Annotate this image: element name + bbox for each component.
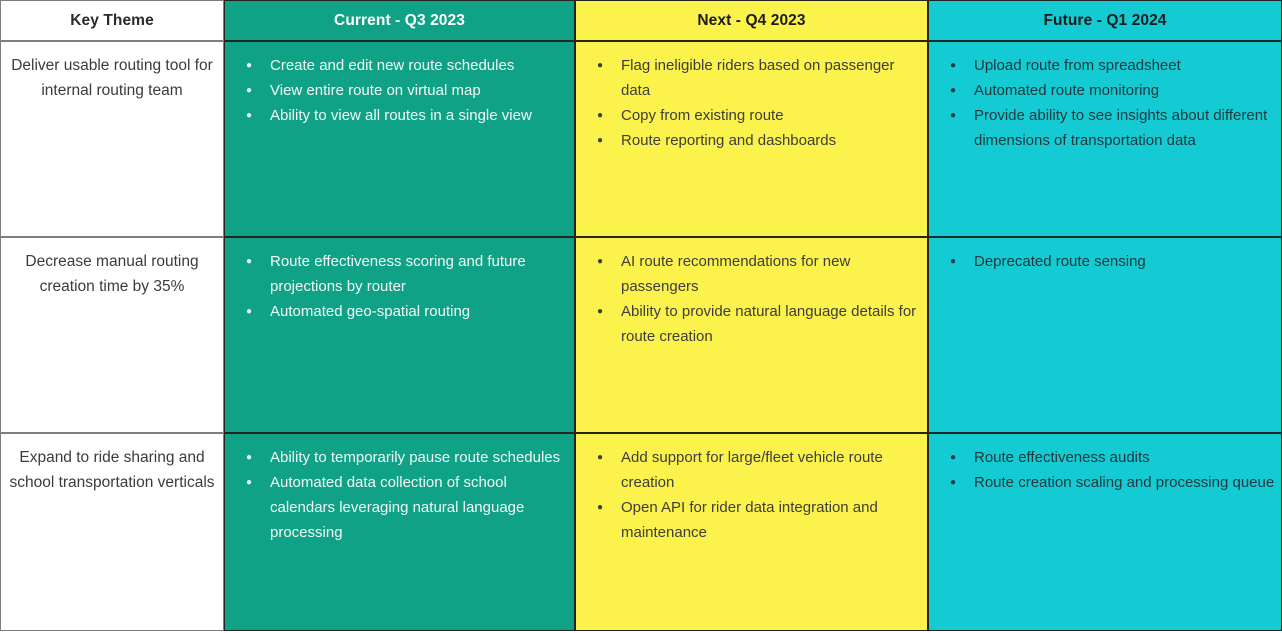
bullet-list: ● Upload route from spreadsheet ● Automated… (929, 42, 1281, 153)
bullet-icon: ● (949, 477, 957, 488)
bullet-text: Ability to temporarily pause route sched… (270, 449, 561, 466)
column-header-current-q3-2023: Current - Q3 2023 (224, 0, 575, 41)
current-cell: ● Create and edit new route schedules ● Vie… (224, 41, 575, 237)
bullet-item: ● Ability to provide natural language det… (592, 299, 921, 349)
bullet-icon: ● (949, 452, 957, 463)
bullet-item: ● Create and edit new route schedules (241, 53, 568, 78)
current-cell: ● Route effectiveness scoring and future … (224, 237, 575, 433)
bullet-icon: ● (245, 452, 253, 463)
bullet-icon: ● (245, 85, 253, 96)
bullet-icon: ● (596, 110, 604, 121)
bullet-text: Automated route monitoring (974, 82, 1160, 99)
bullet-item: ● Route effectiveness audits (945, 445, 1275, 470)
bullet-text: Ability to provide natural language deta… (621, 303, 917, 345)
key-theme-cell: Expand to ride sharing and school transp… (0, 433, 224, 631)
bullet-list: ● Flag ineligible riders based on passeng… (576, 42, 927, 153)
bullet-item: ● Ability to view all routes in a single … (241, 103, 568, 128)
bullet-item: ● Upload route from spreadsheet (945, 53, 1275, 78)
key-theme-text: Deliver usable routing tool for internal… (11, 57, 213, 99)
bullet-icon: ● (596, 306, 604, 317)
bullet-icon: ● (245, 110, 253, 121)
bullet-icon: ● (245, 477, 253, 488)
next-cell: ● Add support for large/fleet vehicle rou… (575, 433, 928, 631)
bullet-icon: ● (949, 60, 957, 71)
next-cell: ● Flag ineligible riders based on passeng… (575, 41, 928, 237)
bullet-item: ● Route reporting and dashboards (592, 128, 921, 153)
next-cell: ● AI route recommendations for new passen… (575, 237, 928, 433)
bullet-text: Create and edit new route schedules (270, 57, 515, 74)
bullet-icon: ● (596, 256, 604, 267)
bullet-text: Route effectiveness audits (974, 449, 1150, 466)
bullet-icon: ● (949, 85, 957, 96)
bullet-icon: ● (245, 60, 253, 71)
header-row: Key Theme Current - Q3 2023 Next - Q4 20… (0, 0, 1282, 41)
table-row: Deliver usable routing tool for internal… (0, 41, 1282, 237)
bullet-icon: ● (949, 110, 957, 121)
bullet-item: ● Automated data collection of school cal… (241, 470, 568, 545)
column-header-key-theme: Key Theme (0, 0, 224, 41)
bullet-text: Open API for rider data integration and … (621, 499, 878, 541)
bullet-item: ● Ability to temporarily pause route sche… (241, 445, 568, 470)
bullet-item: ● Copy from existing route (592, 103, 921, 128)
column-header-next-q4-2023: Next - Q4 2023 (575, 0, 928, 41)
bullet-icon: ● (596, 135, 604, 146)
key-theme-text: Expand to ride sharing and school transp… (9, 449, 215, 491)
bullet-text: Route effectiveness scoring and future p… (270, 253, 526, 295)
bullet-item: ● AI route recommendations for new passen… (592, 249, 921, 299)
key-theme-cell: Deliver usable routing tool for internal… (0, 41, 224, 237)
bullet-item: ● Automated route monitoring (945, 78, 1275, 103)
bullet-list: ● Ability to temporarily pause route sche… (225, 434, 574, 545)
bullet-item: ● Open API for rider data integration and… (592, 495, 921, 545)
future-cell: ● Deprecated route sensing (928, 237, 1282, 433)
bullet-text: Deprecated route sensing (974, 253, 1146, 270)
bullet-text: Add support for large/fleet vehicle rout… (621, 449, 883, 491)
bullet-list: ● AI route recommendations for new passen… (576, 238, 927, 349)
bullet-icon: ● (949, 256, 957, 267)
bullet-list: ● Add support for large/fleet vehicle rou… (576, 434, 927, 545)
bullet-item: ● Add support for large/fleet vehicle rou… (592, 445, 921, 495)
table-body: Deliver usable routing tool for internal… (0, 41, 1282, 631)
bullet-item: ● Route creation scaling and processing q… (945, 470, 1275, 495)
bullet-icon: ● (596, 452, 604, 463)
key-theme-cell: Decrease manual routing creation time by… (0, 237, 224, 433)
bullet-text: Provide ability to see insights about di… (974, 107, 1268, 149)
bullet-item: ● Deprecated route sensing (945, 249, 1275, 274)
bullet-text: Route creation scaling and processing qu… (974, 474, 1275, 491)
bullet-list: ● Create and edit new route schedules ● Vie… (225, 42, 574, 128)
bullet-list: ● Route effectiveness audits ● Route creati… (929, 434, 1281, 495)
bullet-text: Route reporting and dashboards (621, 132, 837, 149)
bullet-item: ● Automated geo-spatial routing (241, 299, 568, 324)
bullet-icon: ● (245, 306, 253, 317)
bullet-list: ● Route effectiveness scoring and future … (225, 238, 574, 324)
key-theme-text: Decrease manual routing creation time by… (25, 253, 199, 295)
bullet-item: ● Flag ineligible riders based on passeng… (592, 53, 921, 103)
bullet-text: Flag ineligible riders based on passenge… (621, 57, 895, 99)
column-header-future-q1-2024: Future - Q1 2024 (928, 0, 1282, 41)
bullet-text: Ability to view all routes in a single v… (270, 107, 532, 124)
bullet-text: Upload route from spreadsheet (974, 57, 1181, 74)
future-cell: ● Upload route from spreadsheet ● Automated… (928, 41, 1282, 237)
bullet-list: ● Deprecated route sensing (929, 238, 1281, 274)
bullet-text: AI route recommendations for new passeng… (621, 253, 851, 295)
future-cell: ● Route effectiveness audits ● Route creati… (928, 433, 1282, 631)
bullet-icon: ● (245, 256, 253, 267)
bullet-text: View entire route on virtual map (270, 82, 481, 99)
current-cell: ● Ability to temporarily pause route sche… (224, 433, 575, 631)
bullet-item: ● View entire route on virtual map (241, 78, 568, 103)
bullet-icon: ● (596, 502, 604, 513)
bullet-icon: ● (596, 60, 604, 71)
bullet-item: ● Route effectiveness scoring and future … (241, 249, 568, 299)
bullet-text: Automated geo-spatial routing (270, 303, 471, 320)
table-row: Expand to ride sharing and school transp… (0, 433, 1282, 631)
bullet-text: Automated data collection of school cale… (270, 474, 525, 541)
bullet-item: ● Provide ability to see insights about d… (945, 103, 1275, 153)
bullet-text: Copy from existing route (621, 107, 784, 124)
table-row: Decrease manual routing creation time by… (0, 237, 1282, 433)
